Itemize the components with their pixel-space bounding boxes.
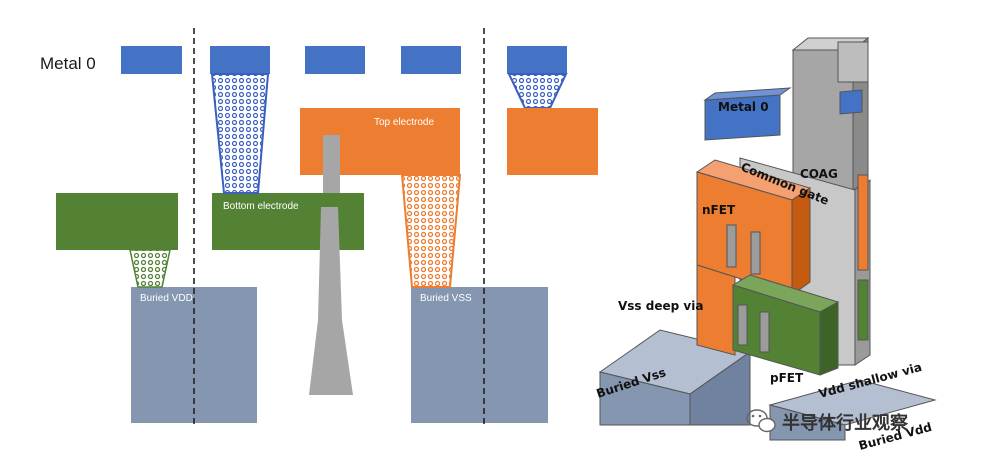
orange-via — [400, 174, 462, 288]
label-bottom-electrode: Bottom electrode — [223, 201, 299, 212]
label-buried-vdd: Buried VDD — [140, 293, 193, 304]
blue-via-right — [507, 73, 568, 109]
orange-block-right — [507, 108, 598, 175]
nfet-side — [791, 187, 811, 296]
blue-via-left — [210, 73, 270, 194]
metal0-3d-right — [839, 89, 863, 115]
watermark-text: 半导体行业观察 — [782, 412, 909, 434]
metal0-line-1 — [121, 46, 182, 74]
side-orange-strip — [857, 174, 869, 271]
side-green-strip — [857, 279, 869, 341]
watermark: 半导体行业观察 — [746, 409, 909, 434]
label-top-electrode: Top electrode — [374, 117, 434, 128]
nfet-contact-1 — [726, 224, 737, 268]
pfet-side — [819, 301, 839, 376]
label-3d-metal0: Metal 0 — [718, 100, 769, 114]
label-buried-vss: Buried VSS — [420, 293, 472, 304]
gray-pillar-top — [323, 135, 340, 193]
pfet-contact-2 — [759, 311, 770, 353]
metal0-line-5 — [507, 46, 567, 74]
coag-cap — [837, 41, 869, 83]
green-contact-left — [56, 193, 178, 250]
nfet-contact-2 — [750, 231, 761, 275]
nfet-orange-lower — [696, 264, 736, 356]
metal0-line-2 — [210, 46, 270, 74]
metal0-line-3 — [305, 46, 365, 74]
label-vss-deep-via: Vss deep via — [618, 299, 703, 313]
3d-view: Metal 0 COAG Common gate nFET Vss deep v… — [595, 36, 937, 453]
cross-section: Metal 0 Top electrode Bottom electrode B… — [40, 28, 598, 425]
green-via — [129, 249, 171, 288]
wechat-icon — [746, 409, 776, 433]
metal0-line-4 — [401, 46, 461, 74]
pfet-contact-1 — [737, 304, 748, 346]
buried-vss-3d-side — [689, 351, 751, 426]
metal0-3d-top — [703, 87, 792, 101]
label-coag: COAG — [800, 167, 838, 181]
label-pfet: pFET — [770, 371, 804, 385]
label-nfet: nFET — [702, 203, 736, 217]
buried-vss-rail — [411, 287, 548, 423]
label-metal0: Metal 0 — [40, 54, 96, 73]
gray-pillar-bottom — [309, 207, 353, 395]
